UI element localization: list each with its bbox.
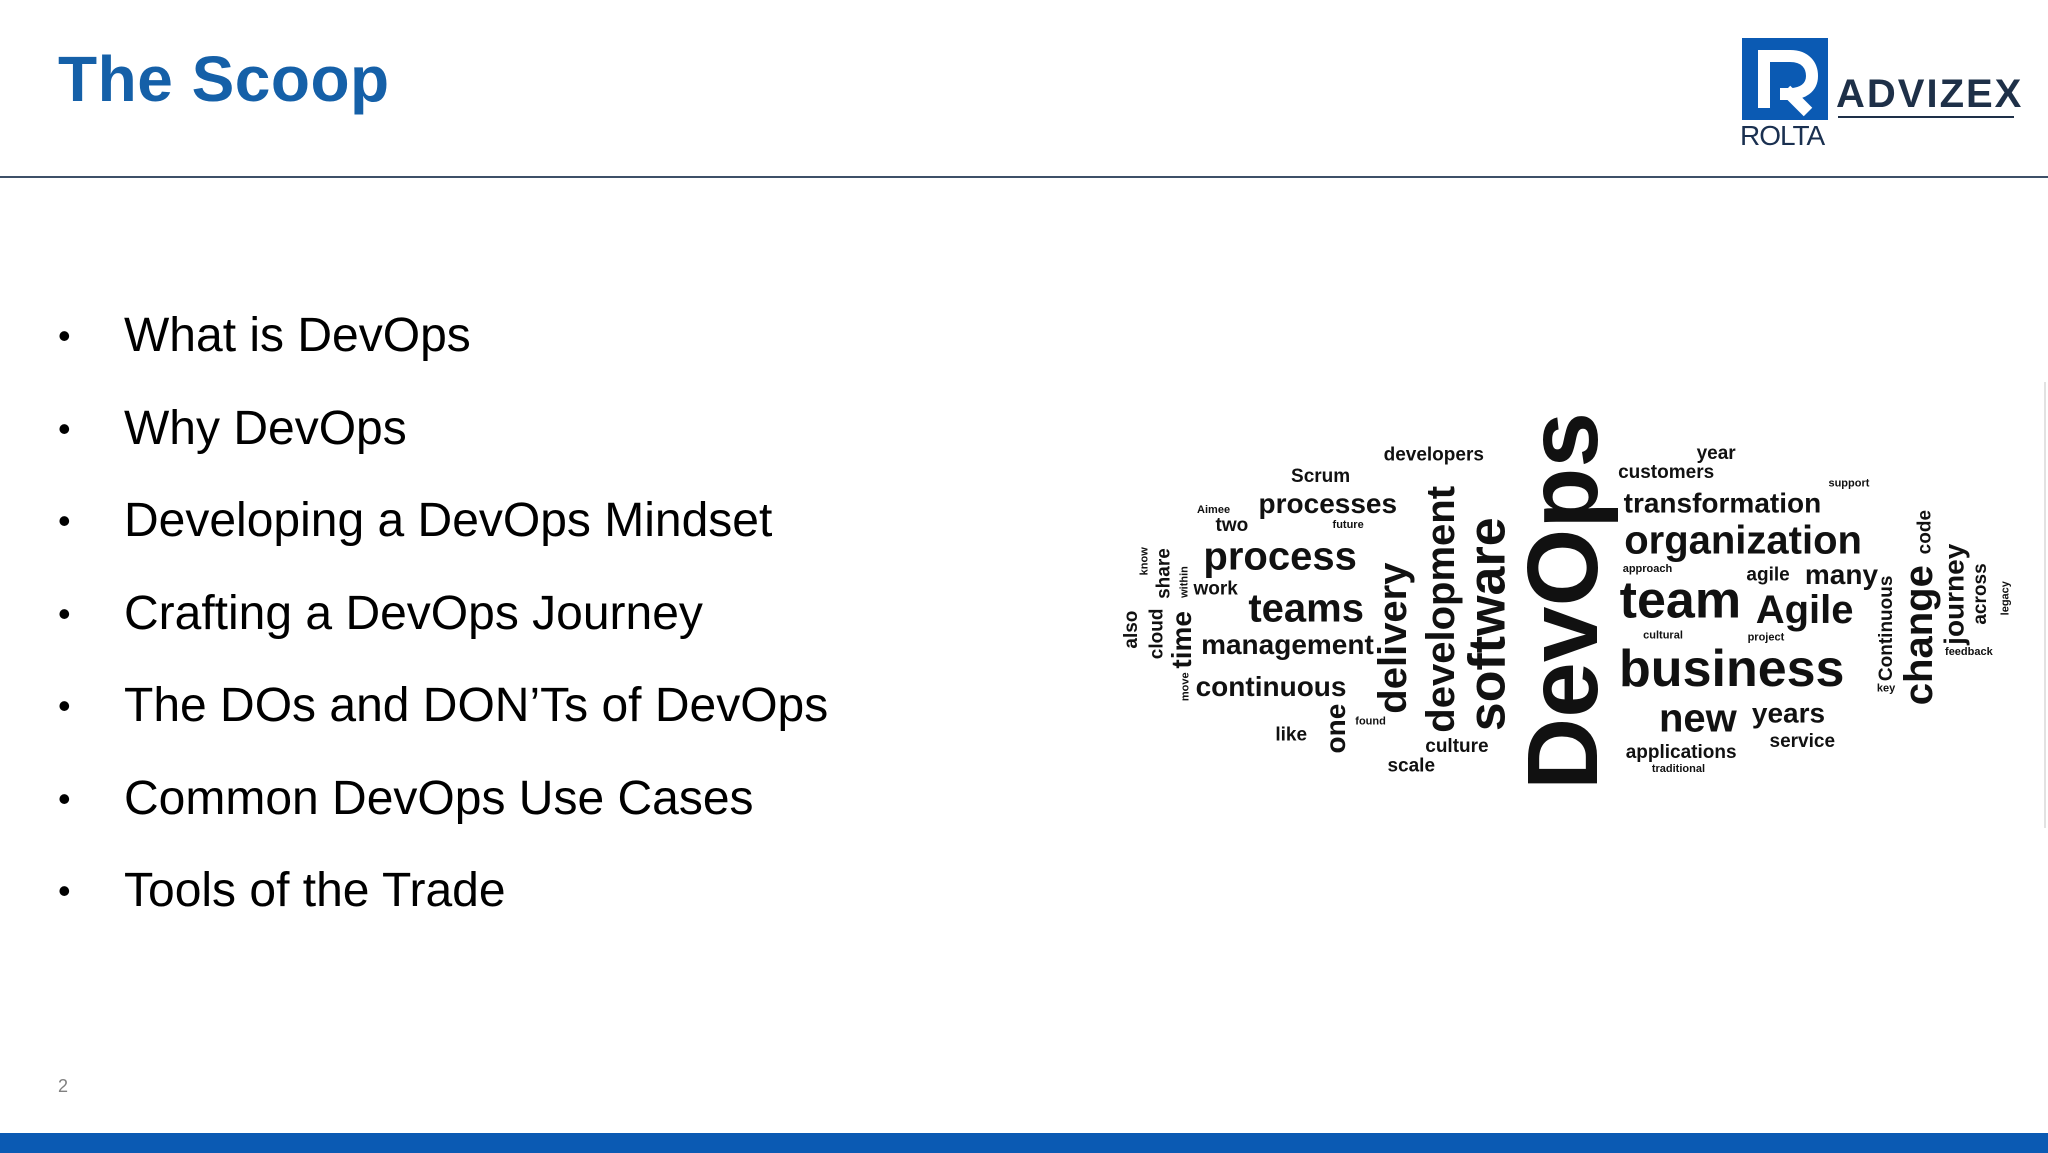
word-cloud-word: journey bbox=[1939, 543, 1970, 646]
agenda-item-text: Tools of the Trade bbox=[124, 864, 506, 917]
logo-rolta-text: ROLTA bbox=[1740, 120, 1825, 151]
bullet-icon: • bbox=[58, 777, 71, 819]
word-cloud-word: process bbox=[1203, 534, 1356, 578]
agenda-item: • Common DevOps Use Cases bbox=[58, 753, 828, 846]
word-cloud-word: service bbox=[1770, 731, 1836, 752]
bullet-icon: • bbox=[58, 592, 71, 634]
word-cloud-word: within bbox=[1179, 566, 1191, 599]
footer-bar bbox=[0, 1133, 2048, 1153]
word-cloud-word: like bbox=[1275, 725, 1307, 746]
word-cloud-word: time bbox=[1166, 611, 1197, 669]
agenda-item: • Developing a DevOps Mindset bbox=[58, 475, 828, 568]
word-cloud-word: legacy bbox=[2000, 580, 2012, 615]
word-cloud-word: business bbox=[1619, 640, 1844, 698]
word-cloud-word: share bbox=[1154, 548, 1175, 599]
agenda-item-text: Common DevOps Use Cases bbox=[124, 771, 754, 825]
edge-line bbox=[2044, 382, 2046, 828]
word-cloud-word: Agile bbox=[1756, 588, 1854, 632]
word-cloud-word: know bbox=[1138, 547, 1150, 576]
agenda-item-text: Crafting a DevOps Journey bbox=[124, 586, 703, 640]
word-cloud-word: change bbox=[1897, 565, 1941, 705]
word-cloud-word: years bbox=[1752, 697, 1825, 728]
word-cloud-word: one bbox=[1320, 704, 1351, 754]
word-cloud-word: developers bbox=[1384, 444, 1484, 465]
word-cloud-word: project bbox=[1748, 632, 1785, 644]
word-cloud-word: culture bbox=[1425, 736, 1488, 757]
slide-title: The Scoop bbox=[58, 43, 390, 115]
page-number: 2 bbox=[58, 1076, 69, 1096]
word-cloud-word: continuous bbox=[1196, 671, 1347, 702]
word-cloud-word: Continuous bbox=[1876, 576, 1897, 682]
word-cloud-word: new bbox=[1659, 696, 1738, 740]
word-cloud-word: approach bbox=[1623, 563, 1673, 575]
word-cloud-word: delivery bbox=[1371, 562, 1415, 714]
word-cloud-word: processes bbox=[1259, 488, 1398, 519]
agenda-item-text: What is DevOps bbox=[124, 309, 471, 362]
logo-underline bbox=[1838, 116, 2014, 118]
word-cloud-word: scale bbox=[1387, 755, 1435, 776]
agenda-item-text: Why DevOps bbox=[124, 401, 407, 455]
word-cloud-word: Scrum bbox=[1291, 466, 1350, 487]
rolta-logo-mark-icon bbox=[1742, 38, 1828, 120]
word-cloud-word: customers bbox=[1618, 462, 1714, 483]
word-cloud-word: code bbox=[1915, 510, 1936, 554]
bullet-icon: • bbox=[58, 870, 71, 911]
word-cloud-word: move bbox=[1179, 672, 1191, 701]
word-cloud-word: many bbox=[1805, 559, 1879, 590]
logo-advizex-text: ADVIZEX bbox=[1836, 72, 2024, 116]
word-cloud-word: development bbox=[1419, 486, 1463, 733]
word-cloud-word: feedback bbox=[1945, 646, 1994, 658]
agenda-item-text: Developing a DevOps Mindset bbox=[124, 494, 773, 547]
word-cloud-word: software bbox=[1458, 517, 1516, 731]
agenda-item: • Tools of the Trade bbox=[58, 845, 828, 938]
word-cloud-word: transformation bbox=[1624, 487, 1822, 518]
word-cloud-word: work bbox=[1193, 578, 1239, 599]
agenda-item-text: The DOs and DON’Ts of DevOps bbox=[124, 679, 829, 732]
word-cloud-word: two bbox=[1216, 515, 1249, 536]
word-cloud-word: support bbox=[1828, 477, 1869, 489]
agenda-list: • What is DevOps • Why DevOps • Developing … bbox=[58, 290, 828, 938]
word-cloud-word: DevOps bbox=[1507, 412, 1619, 790]
word-cloud-word: found bbox=[1355, 715, 1386, 727]
word-cloud-word: year bbox=[1697, 443, 1737, 464]
word-cloud-word: team bbox=[1620, 572, 1741, 630]
word-cloud-word: organization bbox=[1624, 519, 1862, 563]
word-cloud-word: applications bbox=[1626, 742, 1737, 763]
word-cloud-word: traditional bbox=[1652, 763, 1705, 775]
word-cloud-word: across bbox=[1970, 563, 1991, 624]
bullet-icon: • bbox=[58, 500, 71, 541]
company-logo: ROLTA ADVIZEX bbox=[1740, 36, 2024, 152]
word-cloud-word: agile bbox=[1746, 565, 1789, 586]
agenda-item: • Crafting a DevOps Journey bbox=[58, 568, 828, 661]
agenda-item: • What is DevOps bbox=[58, 290, 828, 383]
word-cloud-word: cultural bbox=[1643, 630, 1683, 642]
header-divider bbox=[0, 176, 2048, 178]
word-cloud-word: management bbox=[1201, 629, 1374, 660]
word-cloud-word: key bbox=[1877, 682, 1896, 694]
agenda-item: • The DOs and DON’Ts of DevOps bbox=[58, 660, 828, 753]
bullet-icon: • bbox=[58, 315, 71, 356]
agenda-item: • Why DevOps bbox=[58, 383, 828, 476]
word-cloud-word: cloud bbox=[1146, 609, 1167, 660]
word-cloud-word: also bbox=[1121, 611, 1142, 649]
word-cloud-word: future bbox=[1333, 519, 1364, 531]
word-cloud-word: Aimee bbox=[1197, 504, 1230, 516]
bullet-icon: • bbox=[58, 407, 71, 449]
bullet-icon: • bbox=[58, 685, 71, 726]
word-cloud-word: teams bbox=[1248, 587, 1364, 631]
